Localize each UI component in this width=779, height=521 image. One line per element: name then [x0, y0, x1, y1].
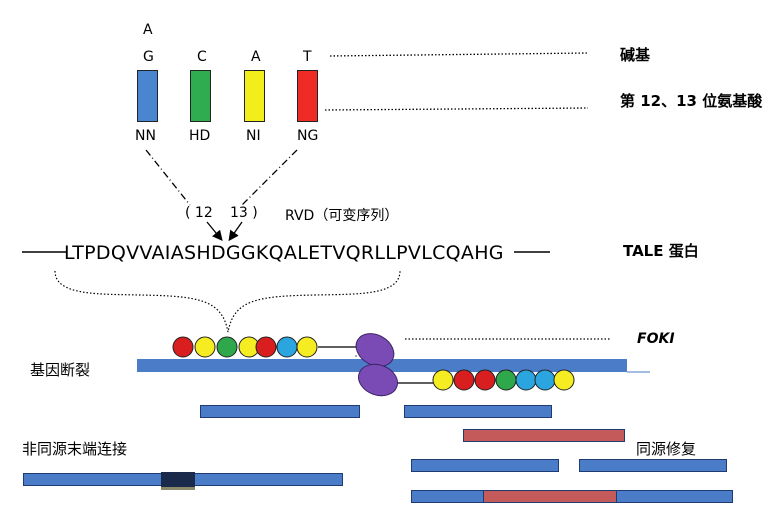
rvd-label-ni: NI [246, 128, 261, 144]
position-12-label: ( 12 [185, 205, 213, 221]
residue-label: 第 12、13 位氨基酸 [620, 92, 763, 110]
bead [255, 336, 277, 358]
base-block-a [244, 70, 265, 122]
bead [432, 369, 454, 391]
hr-repaired-left [411, 490, 484, 503]
gene-break-label: 基因断裂 [30, 361, 91, 379]
foki-label: FOKI [637, 331, 675, 347]
arrow-12 [206, 221, 223, 242]
rvd-label-nn: NN [135, 128, 156, 144]
hr-label: 同源修复 [636, 440, 697, 458]
nn-link-line [145, 149, 191, 206]
bead [515, 369, 537, 391]
base-block-g [137, 70, 158, 122]
base-block-c [190, 70, 211, 122]
right-tale-beads [432, 369, 575, 391]
base-block-t [297, 70, 318, 122]
donor-template [463, 429, 625, 442]
foki-domain-bottom [358, 363, 398, 397]
base-letter-g: G [143, 49, 154, 65]
position-13-label: 13 ) [230, 205, 258, 221]
bead [453, 369, 475, 391]
tale-label: TALE 蛋白 [623, 242, 699, 260]
rvd-variable-label: RVD（可变序列） [285, 208, 399, 224]
nhej-label: 非同源末端连接 [22, 440, 128, 458]
extra-base-letter: A [143, 22, 153, 38]
bead [296, 336, 318, 358]
bead [194, 336, 216, 358]
repeat-brace [54, 270, 401, 333]
bead [216, 336, 238, 358]
hr-fragment-right [579, 459, 727, 472]
hr-repaired-right [616, 490, 733, 503]
base-label: 碱基 [620, 46, 651, 64]
cut-fragment-left [200, 405, 360, 418]
rvd-label-ng: NG [297, 128, 319, 144]
hr-repaired-insert [483, 490, 617, 503]
bead [474, 369, 496, 391]
rvd-label-hd: HD [189, 128, 211, 144]
cut-fragment-right [404, 405, 552, 418]
nhej-junction-shadow [161, 487, 195, 490]
bead [534, 369, 556, 391]
nhej-junction [161, 472, 195, 487]
bead [553, 369, 575, 391]
bead [495, 369, 517, 391]
base-letter-t: T [303, 49, 312, 65]
bead [172, 336, 194, 358]
bead [276, 336, 298, 358]
left-tale-beads [172, 336, 318, 358]
foki-domain-top [355, 333, 395, 367]
ng-link-line [241, 149, 298, 206]
base-leader-line [329, 52, 589, 57]
residue-leader-line [324, 107, 589, 111]
arrow-13 [228, 221, 243, 242]
hr-fragment-left [411, 459, 559, 472]
tale-sequence: LTPDQVVAIASHDGGKQALETVQRLLPVLCQAHG [64, 242, 504, 264]
base-letter-a: A [251, 49, 261, 65]
base-letter-c: C [197, 49, 207, 65]
